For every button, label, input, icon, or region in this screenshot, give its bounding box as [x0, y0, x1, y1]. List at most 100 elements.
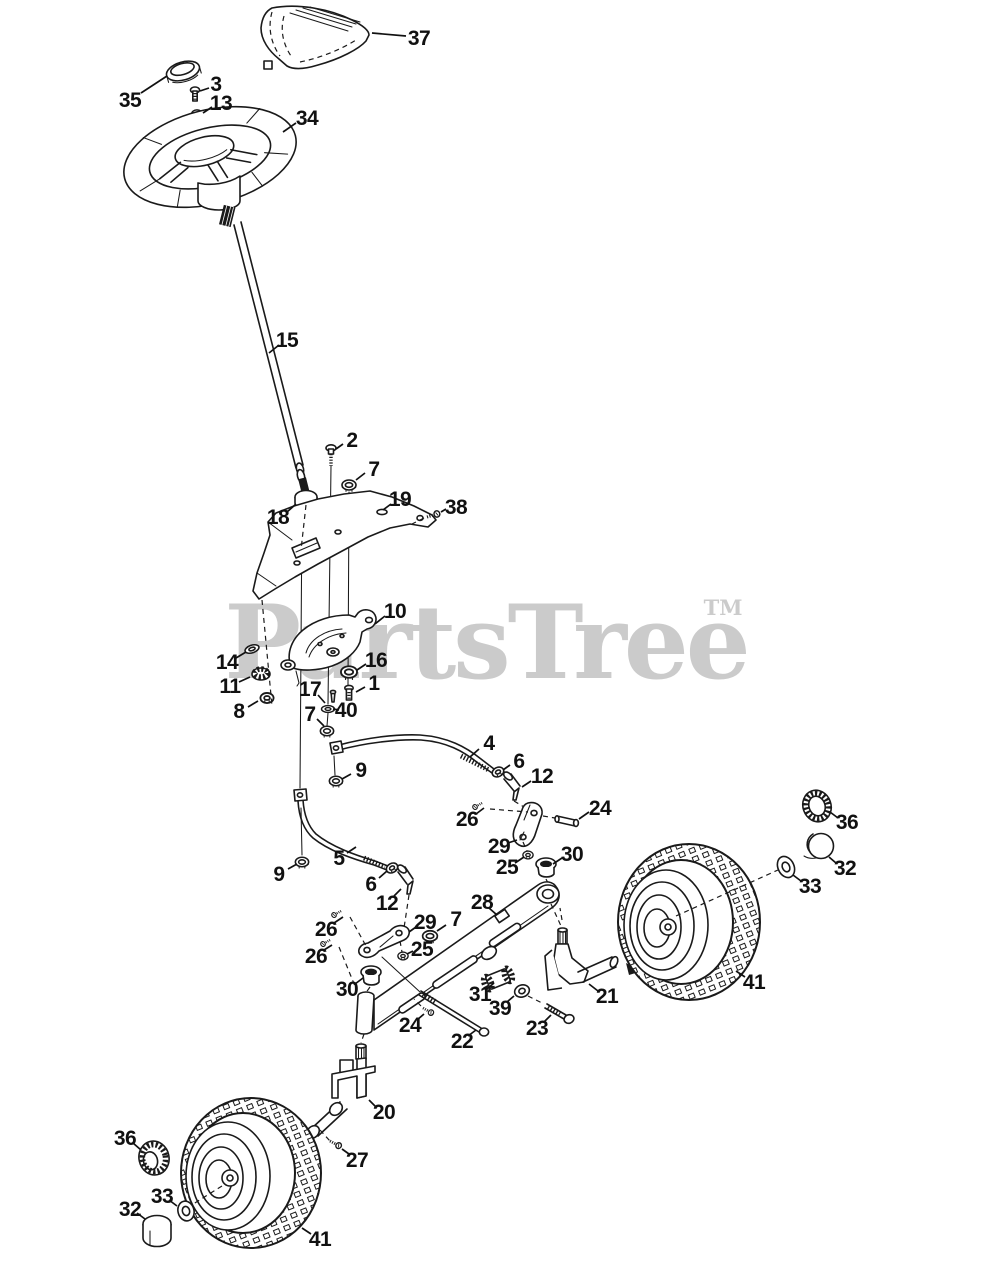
pin-24-right: [542, 814, 580, 828]
bushing-30-left: [360, 965, 382, 995]
callout-leader-3: [199, 87, 210, 92]
callout-leader-29: [408, 926, 417, 933]
callout-28: 28: [471, 891, 494, 914]
callout-leader-27: [341, 1148, 350, 1155]
callout-leader-25: [514, 856, 525, 864]
screw-26-left-a: [329, 907, 367, 947]
callout-leader-17: [317, 694, 326, 704]
steering-column-cover-37: [260, 5, 370, 70]
callout-11: 11: [219, 675, 241, 698]
washer-33-left: [177, 1200, 195, 1222]
callout-leader-8: [247, 700, 259, 708]
tie-rod-end-12-right: [502, 771, 530, 811]
callout-leader-14: [235, 651, 247, 659]
screw-27: [327, 1136, 344, 1151]
callout-37: 37: [408, 27, 430, 50]
callout-leader-11: [238, 676, 251, 683]
callout-7: 7: [450, 908, 461, 931]
bearing-36-right: [801, 789, 833, 823]
callout-5: 5: [333, 847, 345, 870]
callout-21: 21: [596, 985, 619, 1008]
callout-24: 24: [589, 797, 612, 820]
callout-leader-33: [792, 874, 802, 882]
bolt-1: [343, 684, 354, 701]
callout-leader-5: [346, 846, 357, 854]
nut-25-left: [397, 940, 409, 961]
screw-38: [411, 508, 443, 525]
watermark-tm: TM: [704, 595, 743, 620]
steering-shaft-15: [233, 221, 310, 495]
nut-9-right: [328, 775, 344, 788]
wheel-41-left: [179, 1097, 323, 1249]
callout-26: 26: [315, 918, 337, 941]
bushing-30-right: [535, 857, 557, 890]
callout-leader-19: [382, 503, 392, 511]
callout-35: 35: [119, 89, 142, 112]
callout-leader-1: [355, 686, 366, 693]
callout-leader-2: [335, 443, 344, 450]
callout-29: 29: [488, 835, 510, 858]
spindle-21: [544, 907, 642, 991]
callout-26: 26: [456, 808, 478, 831]
callout-39: 39: [489, 997, 511, 1020]
callout-31: 31: [469, 983, 492, 1006]
bearing-36-left: [138, 1140, 170, 1176]
callout-22: 22: [451, 1030, 473, 1053]
callout-leader-10: [374, 615, 386, 625]
callout-10: 10: [384, 600, 406, 623]
callout-29: 29: [414, 911, 436, 934]
callout-41: 41: [309, 1228, 332, 1251]
callout-15: 15: [276, 329, 299, 352]
callout-leader-32: [828, 856, 837, 864]
callout-leader-6: [378, 870, 388, 879]
callout-leader-21: [588, 983, 599, 992]
callout-27: 27: [346, 1149, 368, 1172]
tie-rod-end-12-left: [396, 864, 414, 929]
callout-leader-7: [436, 924, 447, 932]
callout-leader-36: [829, 811, 839, 819]
callout-30: 30: [561, 843, 583, 866]
bolt-22: [381, 956, 490, 1037]
callout-leader-41: [735, 970, 746, 978]
callout-1: 1: [368, 672, 380, 695]
washer-40: [320, 704, 336, 714]
callout-6: 6: [365, 873, 376, 896]
callout-leader-12: [521, 780, 532, 788]
callout-12: 12: [376, 892, 398, 915]
shoulder-spacer-17: [329, 689, 337, 703]
callout-leader-25: [406, 950, 414, 955]
bolt-23: [527, 995, 575, 1025]
steering-wheel-34: [123, 105, 297, 228]
callout-leader-34: [282, 122, 297, 133]
callout-leader-32: [136, 1212, 146, 1220]
callout-20: 20: [373, 1101, 395, 1124]
callout-25: 25: [496, 856, 519, 879]
callout-leader-6: [502, 764, 511, 771]
callout-leader-38: [440, 508, 447, 513]
callout-leader-26: [333, 916, 344, 924]
wheel-41-right: [616, 843, 779, 1001]
callout-leader-16: [356, 663, 367, 671]
callout-33: 33: [799, 875, 821, 898]
callout-8: 8: [233, 700, 245, 723]
callout-leader-20: [368, 1099, 377, 1108]
steering-arm-29-left: [358, 924, 410, 959]
callout-leader-12: [393, 888, 402, 897]
callout-leader-30: [552, 857, 563, 865]
cap-32-right: [803, 832, 835, 860]
screw-3: [189, 86, 201, 102]
callout-40: 40: [335, 699, 357, 722]
callout-leader-37: [371, 32, 407, 37]
callout-9: 9: [355, 759, 366, 782]
callout-leader-36: [132, 1142, 142, 1151]
washer-33-right: [776, 855, 796, 879]
callout-36: 36: [836, 811, 858, 834]
callout-leader-35: [140, 75, 168, 94]
callout-leader-7: [316, 718, 325, 727]
callout-38: 38: [445, 496, 468, 519]
callout-33: 33: [151, 1185, 173, 1208]
callout-18: 18: [267, 506, 290, 529]
spindle-20: [305, 1043, 376, 1142]
callout-leader-9: [287, 863, 298, 870]
nut-7-mid: [319, 712, 335, 738]
